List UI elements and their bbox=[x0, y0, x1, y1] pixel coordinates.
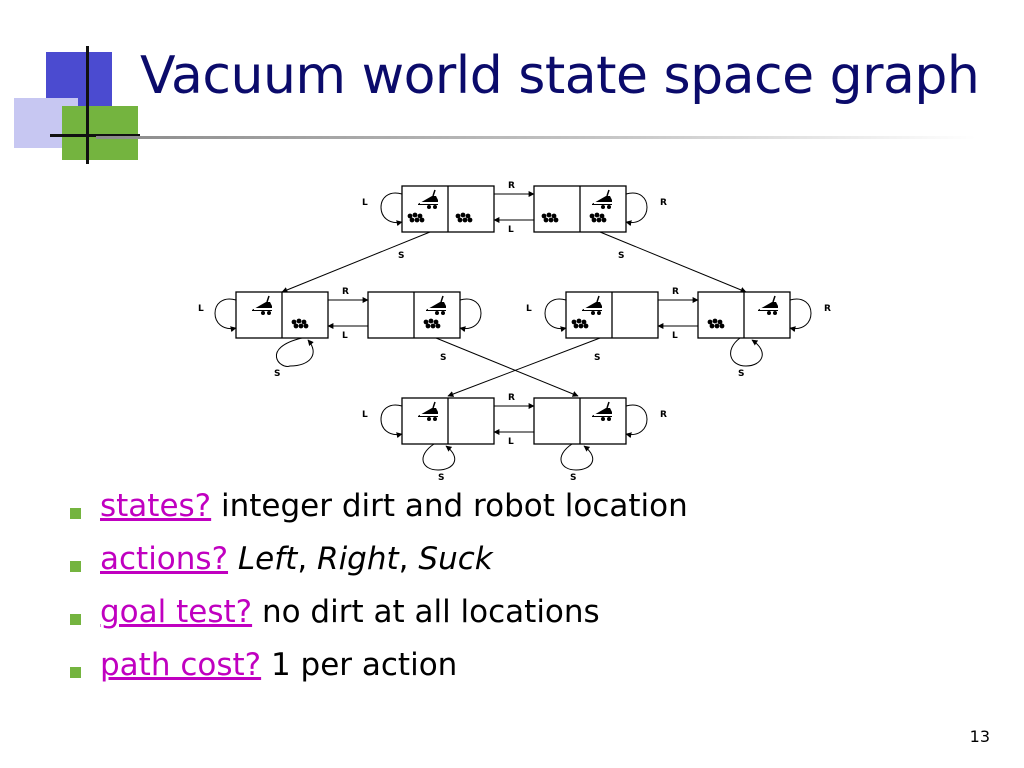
edge-label-s: S bbox=[438, 473, 444, 483]
edge-label-r: R bbox=[660, 198, 667, 208]
state-node-5 bbox=[565, 291, 659, 339]
bullet-marker bbox=[70, 614, 81, 625]
bullet-marker bbox=[70, 508, 81, 519]
edge-label-l: L bbox=[672, 331, 678, 341]
edge-label-l: L bbox=[342, 331, 348, 341]
bullet-list: states? integer dirt and robot location … bbox=[70, 488, 688, 700]
state-node-2 bbox=[533, 185, 627, 233]
bullet-goal-test: goal test? no dirt at all locations bbox=[70, 594, 688, 647]
edge-label-s: S bbox=[738, 369, 744, 379]
edge-label-r: R bbox=[342, 287, 349, 297]
edge-label-s: S bbox=[618, 251, 624, 261]
link-goal-test[interactable]: goal test? bbox=[100, 594, 253, 630]
state-node-8 bbox=[533, 397, 627, 445]
link-actions[interactable]: actions? bbox=[100, 541, 229, 577]
separator: , bbox=[297, 541, 318, 577]
action-right: Right bbox=[317, 541, 399, 577]
action-left: Left bbox=[237, 541, 298, 577]
state-node-1 bbox=[401, 185, 495, 233]
edge-label-s: S bbox=[440, 353, 446, 363]
link-states[interactable]: states? bbox=[100, 488, 212, 524]
bullet-marker bbox=[70, 561, 81, 572]
edge-label-r: R bbox=[824, 304, 831, 314]
bullet-text: no dirt at all locations bbox=[252, 594, 600, 630]
edge-label-s: S bbox=[570, 473, 576, 483]
edge-label-r: R bbox=[672, 287, 679, 297]
bullet-states: states? integer dirt and robot location bbox=[70, 488, 688, 541]
corner-green-square bbox=[62, 106, 138, 160]
page-number: 13 bbox=[969, 727, 990, 746]
edge-label-s: S bbox=[398, 251, 404, 261]
edge-label-r: R bbox=[508, 393, 515, 403]
edge-label-l: L bbox=[508, 225, 514, 235]
link-path-cost[interactable]: path cost? bbox=[100, 647, 262, 683]
separator: , bbox=[398, 541, 419, 577]
slide-title: Vacuum world state space graph bbox=[140, 46, 980, 106]
edge-label-l: L bbox=[526, 304, 532, 314]
state-node-6 bbox=[697, 291, 791, 339]
corner-decoration bbox=[14, 46, 140, 164]
corner-horizontal-line bbox=[50, 134, 140, 137]
edge-label-l: L bbox=[362, 410, 368, 420]
bullet-path-cost: path cost? 1 per action bbox=[70, 647, 688, 700]
state-space-graph: R L L R S S R L L S R L bbox=[198, 181, 831, 483]
edge-label-s: S bbox=[274, 369, 280, 379]
edge-label-s: S bbox=[594, 353, 600, 363]
state-node-3 bbox=[235, 291, 329, 339]
edge-label-l: L bbox=[508, 437, 514, 447]
title-underline bbox=[96, 136, 976, 139]
bullet-marker bbox=[70, 667, 81, 678]
bullet-text: 1 per action bbox=[261, 647, 458, 683]
edge-label-l: L bbox=[362, 198, 368, 208]
edge-label-l: L bbox=[198, 304, 204, 314]
corner-vertical-line bbox=[86, 46, 89, 164]
state-node-7 bbox=[401, 397, 495, 445]
bullet-text: integer dirt and robot location bbox=[211, 488, 688, 524]
bullet-actions: actions? Left, Right, Suck bbox=[70, 541, 688, 594]
edge-label-r: R bbox=[508, 181, 515, 191]
edge-label-r: R bbox=[660, 410, 667, 420]
action-suck: Suck bbox=[418, 541, 493, 577]
state-node-4 bbox=[367, 291, 461, 339]
